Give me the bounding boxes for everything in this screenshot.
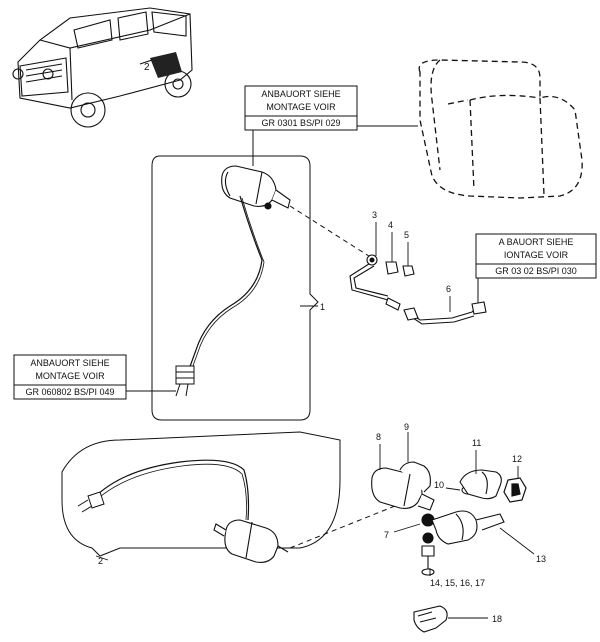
callout-left-line2: MONTAGE VOIR [35,371,105,381]
part-number-11: 11 [472,438,481,448]
part-number-18: 18 [492,614,502,624]
pump-wire-upper [187,195,263,373]
pump-wire-upper-b [189,197,265,375]
part-number-12: 12 [512,454,522,464]
part-number-10: 10 [434,480,444,490]
group-2-frame [61,431,341,557]
pump-wire-lower-b [91,463,247,521]
bracket-11 [459,469,502,500]
fuel-pump-upper [221,165,291,210]
group-1-frame [151,155,319,421]
connection-line-upper [289,205,373,259]
part-number-14-17: 14, 15, 16, 17 [430,578,485,588]
connection-line-lower [289,499,411,549]
part-number-2: 2 [98,556,103,566]
fuel-pump-lower [213,519,289,563]
wire-connector-lower [77,491,105,513]
part-number-5: 5 [404,230,409,240]
part-number-7: 7 [384,530,389,540]
clamp-13 [421,510,505,576]
part-number-13: 13 [536,554,546,564]
fuel-tank-outline [418,59,583,199]
part-number-6: 6 [446,284,451,294]
part-number-9: 9 [404,422,409,432]
vehicle-marker: 2 [144,62,150,73]
part-number-8: 8 [376,432,381,442]
clip-18 [413,605,448,633]
callout-left-line3: GR 060802 BS/PI 049 [25,387,114,397]
fuel-pipe-assembly [349,254,487,325]
callout-right-line2: IONTAGE VOIR [504,250,569,260]
callout-top-line3: GR 0301 BS/PI 029 [261,118,340,128]
vehicle-illustration [12,7,193,128]
callout-top-line1: ANBAUORT SIEHE [261,89,340,99]
callout-box-right: A BAUORT SIEHE IONTAGE VOIR GR 03 02 BS/… [475,233,597,279]
part-number-1: 1 [320,302,325,312]
callout-box-left: ANBAUORT SIEHE MONTAGE VOIR GR 060802 BS… [13,354,127,400]
pump-wire-lower [91,459,250,521]
callout-right-line3: GR 03 02 BS/PI 030 [495,266,577,276]
callout-top-line2: MONTAGE VOIR [266,102,336,112]
grommet-12 [503,477,527,503]
callout-left-line1: ANBAUORT SIEHE [30,358,109,368]
wire-connector-upper [175,365,195,397]
leader-lines [95,222,535,619]
part-number-4: 4 [388,220,393,230]
callout-box-top: ANBAUORT SIEHE MONTAGE VOIR GR 0301 BS/P… [244,85,358,131]
callout-right-line1: A BAUORT SIEHE [499,237,574,247]
fuel-filter-assembly [371,461,435,527]
part-number-3: 3 [372,210,377,220]
